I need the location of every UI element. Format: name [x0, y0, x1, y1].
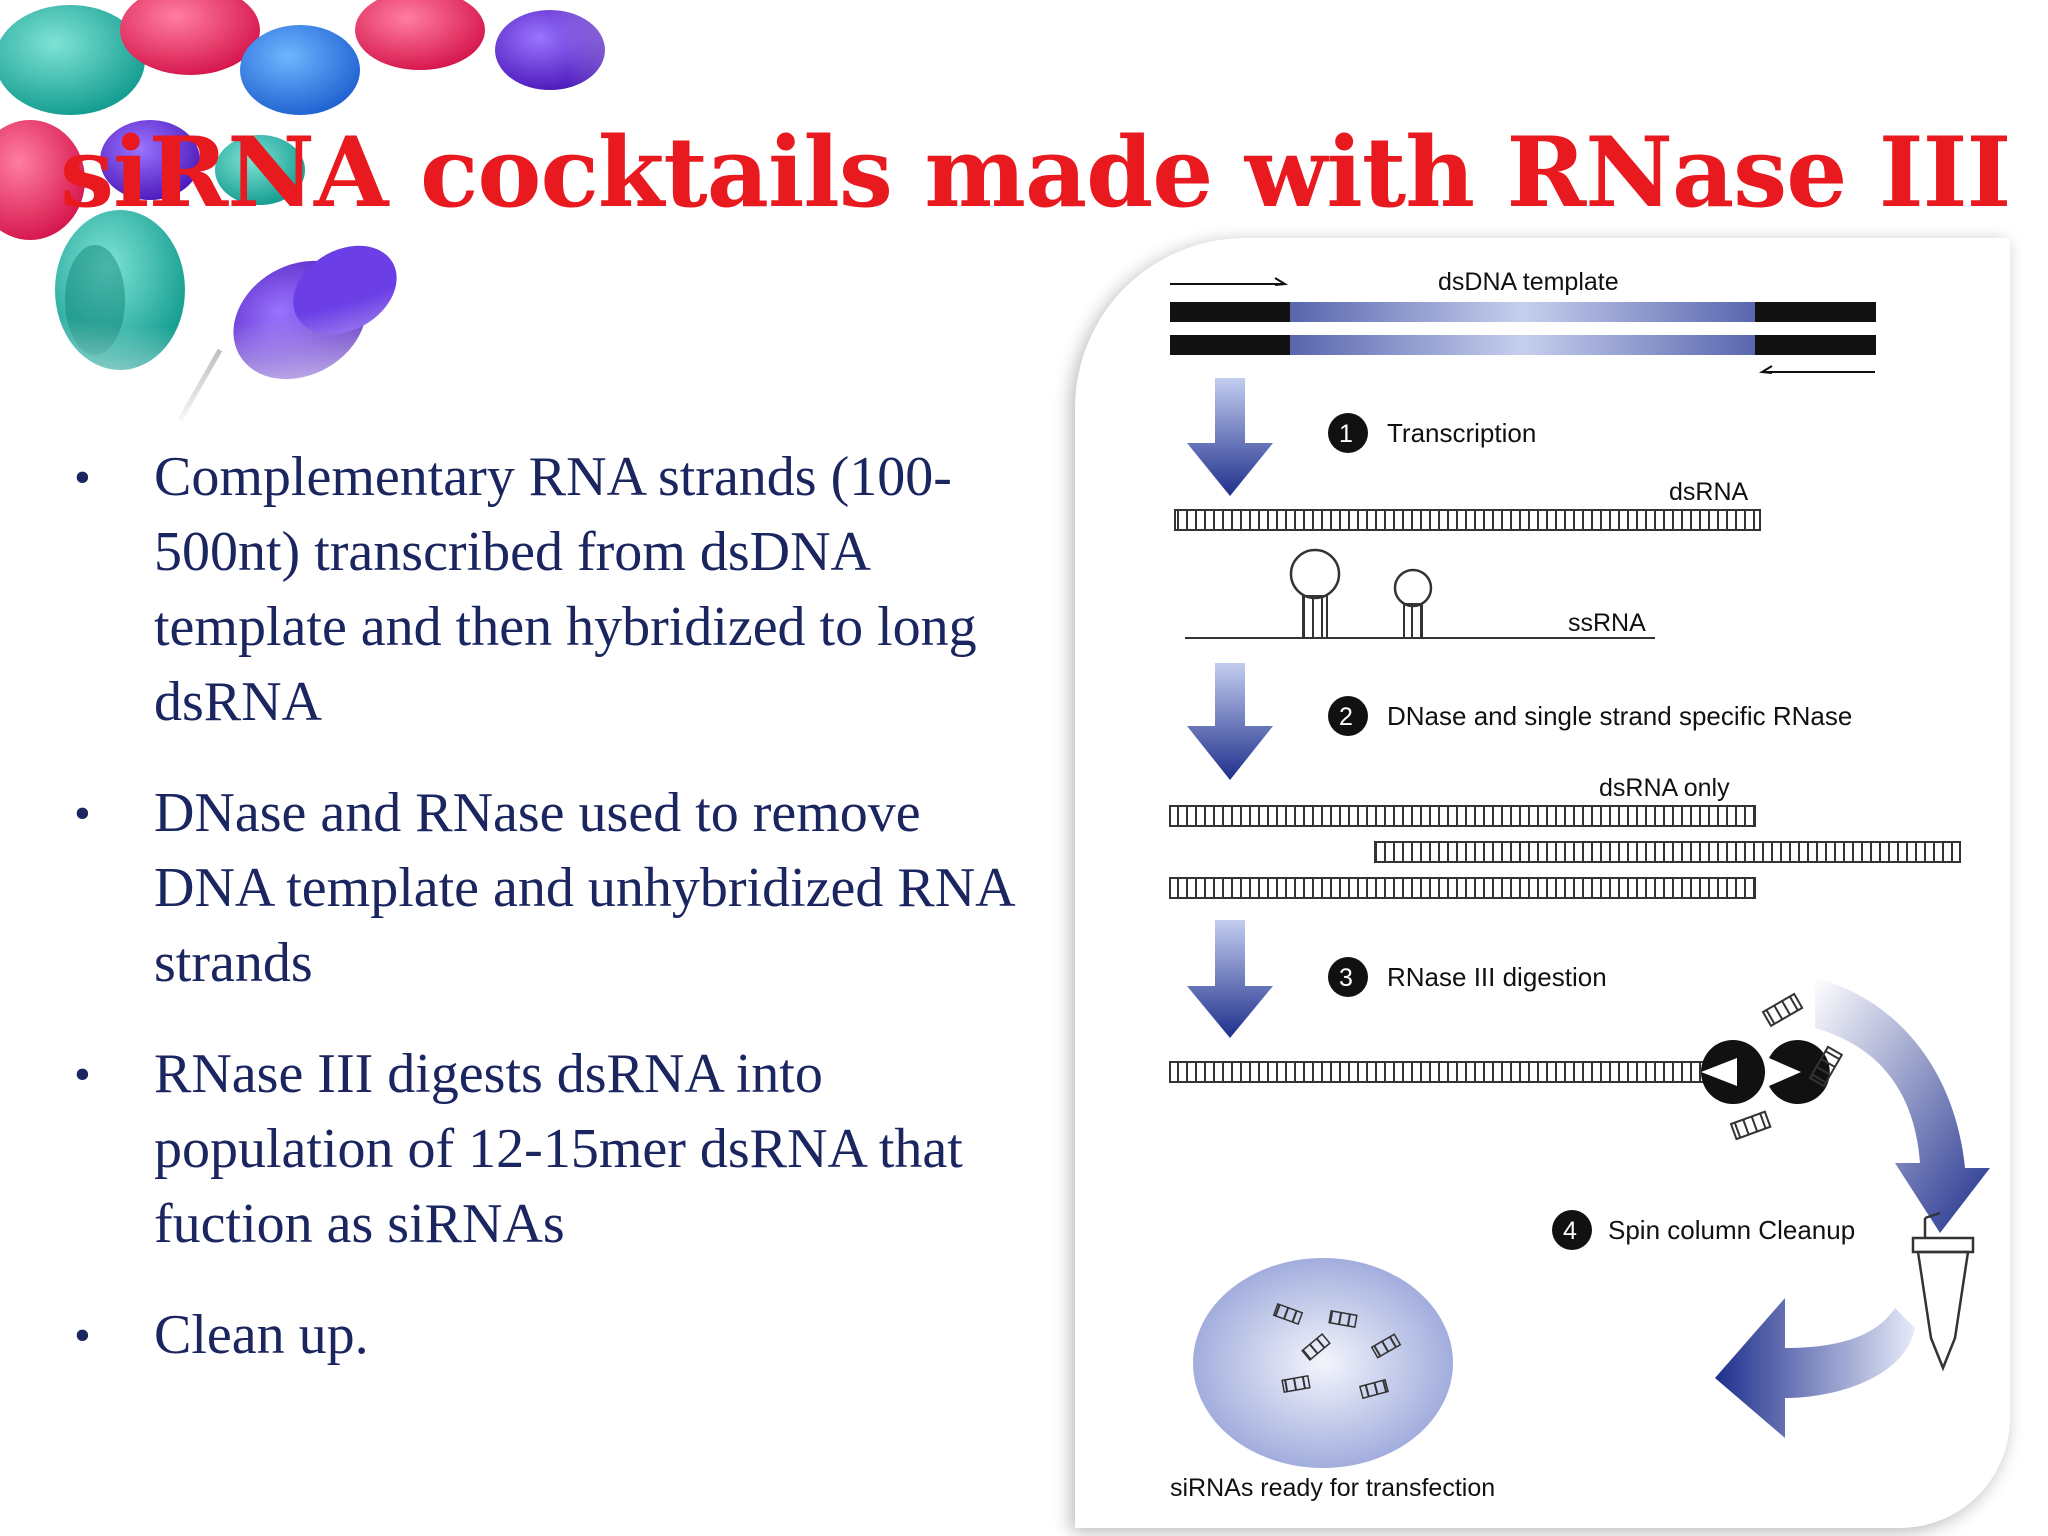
step-spin-column-label: Spin column Cleanup: [1608, 1215, 1855, 1245]
spin-column-icon: [1911, 1211, 1975, 1372]
sirna-process-diagram: dsDNA template 1 Transcription dsRNA ssR…: [1169, 268, 1990, 1502]
step-transcription-label: Transcription: [1387, 418, 1536, 448]
sirna-fragment-icon: [1729, 1110, 1772, 1141]
petri-dish-icon: [1193, 1258, 1453, 1468]
dsrna-strand: [1174, 509, 1761, 531]
bullet-icon: •: [74, 1048, 91, 1101]
sirna-fragment-icon: [1761, 992, 1804, 1028]
down-arrow-icon: [1187, 920, 1273, 1038]
sirna-fragment-icon: [1808, 1045, 1844, 1088]
bullet-item: •DNase and RNase used to remove DNA temp…: [70, 776, 1030, 1001]
step-number-icon: [1328, 957, 1368, 997]
step-dnase-label: DNase and single strand specific RNase: [1387, 701, 1852, 731]
dsdna-template-label: dsDNA template: [1438, 268, 1619, 296]
push-pins-image: [0, 0, 700, 430]
step-number-icon: [1328, 413, 1368, 453]
dsrna-strand: [1374, 841, 1961, 863]
curved-arrow-icon: [1715, 1298, 1915, 1438]
down-arrow-icon: [1187, 378, 1273, 496]
sirnas-ready-label: siRNAs ready for transfection: [1170, 1474, 1495, 1502]
rnase-iii-enzyme-icon: [1769, 1040, 1830, 1104]
bullet-item: •Complementary RNA strands (100-500nt) t…: [70, 440, 1030, 740]
bullet-icon: •: [74, 451, 91, 504]
bullet-icon: •: [74, 1309, 91, 1362]
diagram-panel: dsDNA template 1 Transcription dsRNA ssR…: [1075, 238, 2010, 1528]
dsrna-strand: [1169, 1061, 1731, 1083]
bullet-item: •Clean up.: [70, 1298, 1030, 1373]
hairpin-icon: [1393, 568, 1433, 639]
svg-text:4: 4: [1563, 1217, 1577, 1245]
bullet-list: •Complementary RNA strands (100-500nt) t…: [70, 440, 1030, 1409]
dsrna-strand: [1169, 805, 1756, 827]
down-arrow-icon: [1187, 663, 1273, 780]
svg-text:1: 1: [1339, 420, 1353, 448]
slide-title: siRNA cocktails made with RNase III: [60, 116, 2011, 229]
dsrna-strand: [1169, 877, 1756, 899]
svg-text:2: 2: [1339, 703, 1353, 731]
bullet-icon: •: [74, 787, 91, 840]
step-number-icon: [1328, 696, 1368, 736]
dsrna-label: dsRNA: [1669, 478, 1749, 506]
hairpin-icon: [1289, 548, 1341, 639]
bullet-item: •RNase III digests dsRNA into population…: [70, 1037, 1030, 1262]
step-rnase-iii-label: RNase III digestion: [1387, 962, 1607, 992]
step-number-icon: [1552, 1210, 1592, 1250]
ssrna-label: ssRNA: [1568, 609, 1646, 637]
svg-text:3: 3: [1339, 964, 1353, 992]
dsrna-only-label: dsRNA only: [1599, 774, 1730, 802]
curved-arrow-icon: [1815, 978, 1990, 1233]
